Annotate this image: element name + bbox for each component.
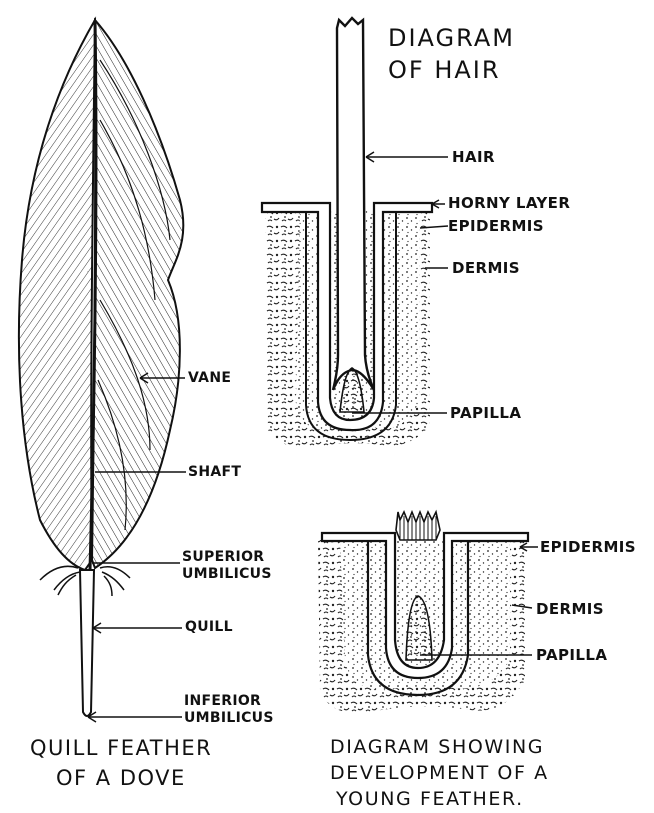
shaft-label: SHAFT [188, 465, 241, 479]
vane-label: VANE [188, 371, 231, 385]
young-feather-dermis-label: DERMIS [536, 602, 604, 617]
feather-quill [80, 570, 94, 716]
hair-epidermis-label: EPIDERMIS [448, 219, 544, 234]
young-feather-caption-line3: YOUNG FEATHER. [336, 790, 524, 809]
superior-umbilicus-label-line1: SUPERIOR [182, 550, 264, 564]
inferior-umbilicus-label-line1: INFERIOR [184, 694, 261, 708]
young-feather-epidermis-label: EPIDERMIS [540, 540, 636, 555]
young-feather-caption-line2: DEVELOPMENT OF A [330, 764, 549, 783]
young-feather-caption-line1: DIAGRAM SHOWING [330, 738, 544, 757]
young-feather-germ [396, 512, 440, 540]
feather-caption-line2: OF A DOVE [56, 768, 186, 789]
feather-vane-right [92, 20, 183, 568]
hair-dermis-label: DERMIS [452, 261, 520, 276]
young-feather-diagram-drawing [318, 512, 528, 713]
young-feather-papilla-label: PAPILLA [536, 648, 607, 663]
hair-label: HAIR [452, 150, 495, 165]
feather-caption-line1: QUILL FEATHER [30, 738, 212, 759]
inferior-umbilicus-label-line2: UMBILICUS [184, 711, 274, 725]
horny-layer-label: HORNY LAYER [448, 196, 570, 211]
hair-diagram-title-line1: DIAGRAM [388, 26, 515, 50]
quill-label: QUILL [185, 620, 233, 634]
superior-umbilicus-label-line2: UMBILICUS [182, 567, 272, 581]
feather-vane-left [19, 20, 95, 570]
hair-diagram-title-line2: OF HAIR [388, 58, 501, 82]
hair-papilla-label: PAPILLA [450, 406, 521, 421]
quill-feather-drawing [19, 20, 183, 716]
